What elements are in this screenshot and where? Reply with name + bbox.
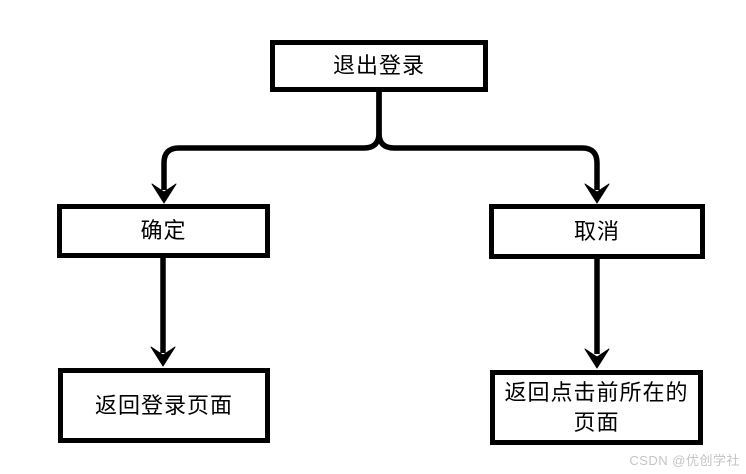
edge-logout-cancel (376, 91, 600, 190)
node-cancel-label: 取消 (573, 218, 620, 244)
node-return-previous-page-label: 返回点击前所在的页面 (504, 379, 689, 435)
arrowhead-cancel-return-previous (584, 348, 610, 369)
watermark: CSDN @优创学社 (629, 453, 740, 468)
node-cancel: 取消 (489, 204, 705, 259)
edge-logout-confirm (161, 91, 382, 190)
node-confirm: 确定 (57, 204, 270, 258)
node-return-login-page: 返回登录页面 (58, 368, 270, 443)
arrowhead-logout-confirm (151, 183, 177, 204)
node-confirm-label: 确定 (140, 218, 187, 243)
node-return-login-page-label: 返回登录页面 (94, 392, 233, 418)
node-logout-label: 退出登录 (332, 53, 425, 78)
node-logout: 退出登录 (270, 40, 488, 92)
arrowhead-confirm-return-login (150, 346, 176, 367)
node-return-previous-page: 返回点击前所在的页面 (490, 370, 703, 445)
arrowhead-logout-cancel (584, 183, 610, 204)
